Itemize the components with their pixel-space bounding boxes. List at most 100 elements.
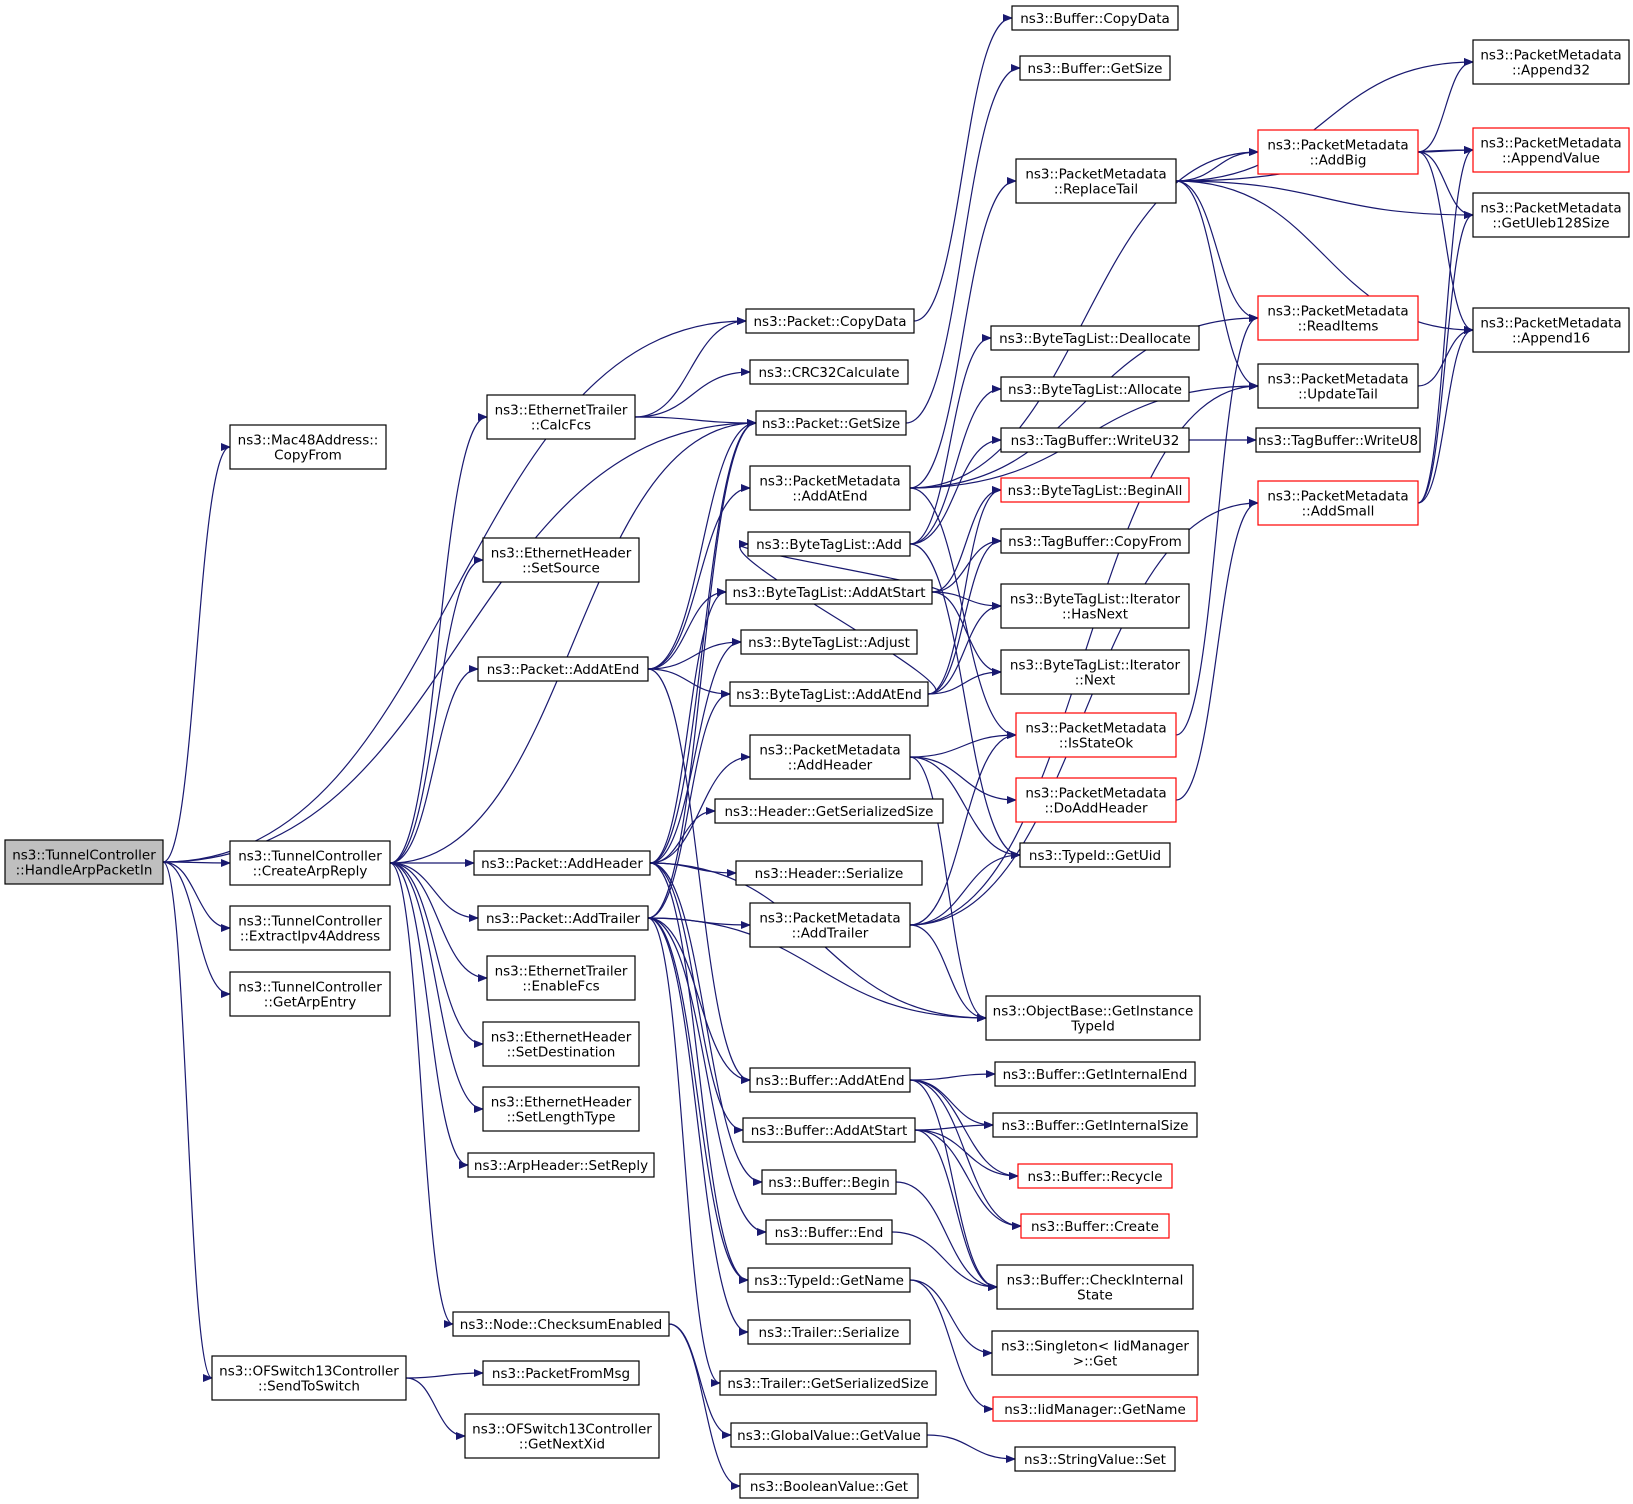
node-extractIpv4[interactable]: ns3::TunnelController::ExtractIpv4Addres…: [229, 905, 391, 951]
node-setDest[interactable]: ns3::EthernetHeader::SetDestination: [482, 1021, 640, 1067]
node-createArp[interactable]: ns3::TunnelController::CreateArpReply: [229, 840, 391, 886]
node-label-pmAppend16-line1: ::Append16: [1512, 331, 1590, 347]
edge-root-to-sendToSwitch: [162, 861, 213, 1382]
node-bufBegin[interactable]: ns3::Buffer::Begin: [761, 1169, 897, 1195]
node-trlSerialize[interactable]: ns3::Trailer::Serialize: [747, 1319, 911, 1345]
node-mac48[interactable]: ns3::Mac48Address::CopyFrom: [229, 424, 387, 470]
node-pmAddTrailer[interactable]: ns3::PacketMetadata::AddTrailer: [749, 902, 911, 948]
edge-pmReplaceTail-to-pmAppend16: [1175, 180, 1474, 334]
node-enableFcs[interactable]: ns3::EthernetTrailer::EnableFcs: [486, 955, 636, 1001]
edge-typeIdGetName-to-singletonGet: [909, 1279, 993, 1357]
node-pmAddBig[interactable]: ns3::PacketMetadata::AddBig: [1257, 129, 1419, 175]
node-crc32[interactable]: ns3::CRC32Calculate: [749, 359, 909, 385]
node-typeIdGetUid[interactable]: ns3::TypeId::GetUid: [1019, 842, 1171, 868]
node-btlAddAtStart[interactable]: ns3::ByteTagList::AddAtStart: [725, 579, 933, 605]
node-pktGetSize[interactable]: ns3::Packet::GetSize: [755, 410, 907, 436]
edge-pktAddAtEnd-to-btlAddAtEnd: [647, 668, 731, 698]
node-pmReplaceTail[interactable]: ns3::PacketMetadata::ReplaceTail: [1015, 158, 1177, 204]
node-hdrGetSerSize[interactable]: ns3::Header::GetSerializedSize: [714, 798, 944, 824]
edge-createArp-to-setSource: [389, 556, 484, 864]
node-btlBeginAll[interactable]: ns3::ByteTagList::BeginAll: [1000, 477, 1190, 503]
node-pktAddTrailer[interactable]: ns3::Packet::AddTrailer: [477, 905, 649, 931]
node-pmAppend32[interactable]: ns3::PacketMetadata::Append32: [1472, 39, 1630, 85]
node-box-tbCopyFrom: [1000, 528, 1190, 554]
node-getNextXid[interactable]: ns3::OFSwitch13Controller::GetNextXid: [464, 1413, 660, 1459]
node-bufGetIntSize[interactable]: ns3::Buffer::GetInternalSize: [992, 1112, 1198, 1138]
node-iidGetName[interactable]: ns3::IidManager::GetName: [992, 1396, 1198, 1422]
node-bufEnd[interactable]: ns3::Buffer::End: [765, 1219, 893, 1245]
node-gvGetValue[interactable]: ns3::GlobalValue::GetValue: [730, 1422, 928, 1448]
node-label-tbWriteU8-line0: ns3::TagBuffer::WriteU8: [1258, 433, 1418, 449]
node-label-btlAlloc-line0: ns3::ByteTagList::Allocate: [1008, 382, 1182, 398]
node-bufGetIntEnd[interactable]: ns3::Buffer::GetInternalEnd: [994, 1061, 1196, 1087]
node-trlGetSerSize[interactable]: ns3::Trailer::GetSerializedSize: [719, 1370, 937, 1396]
node-btlAddAtEnd[interactable]: ns3::ByteTagList::AddAtEnd: [729, 681, 929, 707]
node-bufCopyData[interactable]: ns3::Buffer::CopyData: [1011, 5, 1179, 31]
node-pmIsStateOk[interactable]: ns3::PacketMetadata::IsStateOk: [1015, 712, 1177, 758]
node-pmUpdateTail[interactable]: ns3::PacketMetadata::UpdateTail: [1257, 363, 1419, 409]
node-checksumEnabled[interactable]: ns3::Node::ChecksumEnabled: [452, 1311, 670, 1337]
node-strValSet[interactable]: ns3::StringValue::Set: [1014, 1446, 1176, 1472]
node-tbWriteU32[interactable]: ns3::TagBuffer::WriteU32: [1000, 427, 1190, 453]
edge-pktAddAtEnd-to-pktGetSize: [647, 419, 757, 670]
node-btlAdjust[interactable]: ns3::ByteTagList::Adjust: [740, 629, 918, 655]
node-pmAddAtEnd[interactable]: ns3::PacketMetadata::AddAtEnd: [749, 465, 911, 511]
edge-pktAddTrailer-to-bufEnd: [647, 917, 767, 1236]
node-bufGetSize[interactable]: ns3::Buffer::GetSize: [1019, 55, 1171, 81]
node-box-pktAddAtEnd: [477, 656, 649, 682]
edge-createArp-to-setLenType: [389, 862, 484, 1113]
node-tbWriteU8[interactable]: ns3::TagBuffer::WriteU8: [1255, 427, 1421, 453]
node-label-pmAppendValue-line0: ns3::PacketMetadata: [1480, 136, 1621, 152]
node-btlItHasNext[interactable]: ns3::ByteTagList::Iterator::HasNext: [1000, 583, 1190, 629]
node-pmDoAddHeader[interactable]: ns3::PacketMetadata::DoAddHeader: [1015, 777, 1177, 823]
node-sendToSwitch[interactable]: ns3::OFSwitch13Controller::SendToSwitch: [211, 1355, 407, 1401]
node-box-calcFcs: [486, 394, 636, 440]
node-label-pmReplaceTail-line1: ::ReplaceTail: [1054, 182, 1138, 198]
node-label-setLenType-line1: ::SetLengthType: [507, 1110, 616, 1126]
node-label-pktAddHeader-line0: ns3::Packet::AddHeader: [481, 856, 643, 872]
node-arpSetReply[interactable]: ns3::ArpHeader::SetReply: [467, 1152, 655, 1178]
node-bufRecycle[interactable]: ns3::Buffer::Recycle: [1017, 1163, 1173, 1189]
node-btlAdd[interactable]: ns3::ByteTagList::Add: [747, 531, 911, 557]
node-pktCopyData[interactable]: ns3::Packet::CopyData: [745, 308, 915, 334]
node-pktAddAtEnd[interactable]: ns3::Packet::AddAtEnd: [477, 656, 649, 682]
node-pmGetUleb[interactable]: ns3::PacketMetadata::GetUleb128Size: [1472, 192, 1630, 238]
node-label-strValSet-line0: ns3::StringValue::Set: [1024, 1452, 1166, 1468]
edge-root-to-createArp: [162, 858, 231, 867]
node-hdrSerialize[interactable]: ns3::Header::Serialize: [735, 860, 923, 886]
node-bufCreate[interactable]: ns3::Buffer::Create: [1020, 1213, 1170, 1239]
node-label-pmAppend32-line0: ns3::PacketMetadata: [1480, 48, 1621, 64]
node-pmAddHeader[interactable]: ns3::PacketMetadata::AddHeader: [749, 734, 911, 780]
node-pmReadItems[interactable]: ns3::PacketMetadata::ReadItems: [1257, 295, 1419, 341]
edge-bufAddAtEnd-to-bufCheckIntState: [909, 1079, 998, 1291]
edge-bufEnd-to-bufCheckIntState: [891, 1231, 998, 1291]
node-label-pmUpdateTail-line0: ns3::PacketMetadata: [1267, 372, 1408, 388]
node-packetFromMsg[interactable]: ns3::PacketFromMsg: [482, 1360, 640, 1386]
node-pmAppend16[interactable]: ns3::PacketMetadata::Append16: [1472, 307, 1630, 353]
node-btlAlloc[interactable]: ns3::ByteTagList::Allocate: [1000, 376, 1190, 402]
node-label-pmReplaceTail-line0: ns3::PacketMetadata: [1025, 167, 1166, 183]
node-getArpEntry[interactable]: ns3::TunnelController::GetArpEntry: [229, 971, 391, 1017]
edge-bufAddAtEnd-to-bufRecycle: [909, 1079, 1019, 1180]
node-setLenType[interactable]: ns3::EthernetHeader::SetLengthType: [482, 1086, 640, 1132]
node-setSource[interactable]: ns3::EthernetHeader::SetSource: [482, 537, 640, 583]
node-tbCopyFrom[interactable]: ns3::TagBuffer::CopyFrom: [1000, 528, 1190, 554]
node-bufAddAtEnd[interactable]: ns3::Buffer::AddAtEnd: [749, 1067, 911, 1093]
node-btlItNext[interactable]: ns3::ByteTagList::Iterator::Next: [1000, 649, 1190, 695]
node-pktAddHeader[interactable]: ns3::Packet::AddHeader: [473, 850, 651, 876]
node-calcFcs[interactable]: ns3::EthernetTrailer::CalcFcs: [486, 394, 636, 440]
node-label-setLenType-line0: ns3::EthernetHeader: [491, 1095, 632, 1111]
node-pmAddSmall[interactable]: ns3::PacketMetadata::AddSmall: [1257, 480, 1419, 526]
node-bufAddAtStart[interactable]: ns3::Buffer::AddAtStart: [742, 1117, 916, 1143]
node-pmAppendValue[interactable]: ns3::PacketMetadata::AppendValue: [1472, 127, 1630, 173]
node-box-createArp: [229, 840, 391, 886]
node-boolGet[interactable]: ns3::BooleanValue::Get: [739, 1473, 919, 1499]
node-root[interactable]: ns3::TunnelController::HandleArpPacketIn: [4, 839, 164, 885]
node-btlDealloc[interactable]: ns3::ByteTagList::Deallocate: [990, 325, 1200, 351]
edge-pktAddTrailer-to-objGetInstTypeId: [647, 917, 987, 1022]
node-typeIdGetName[interactable]: ns3::TypeId::GetName: [747, 1267, 911, 1293]
node-box-hdrGetSerSize: [714, 798, 944, 824]
node-singletonGet[interactable]: ns3::Singleton< IidManager>::Get: [991, 1330, 1199, 1376]
